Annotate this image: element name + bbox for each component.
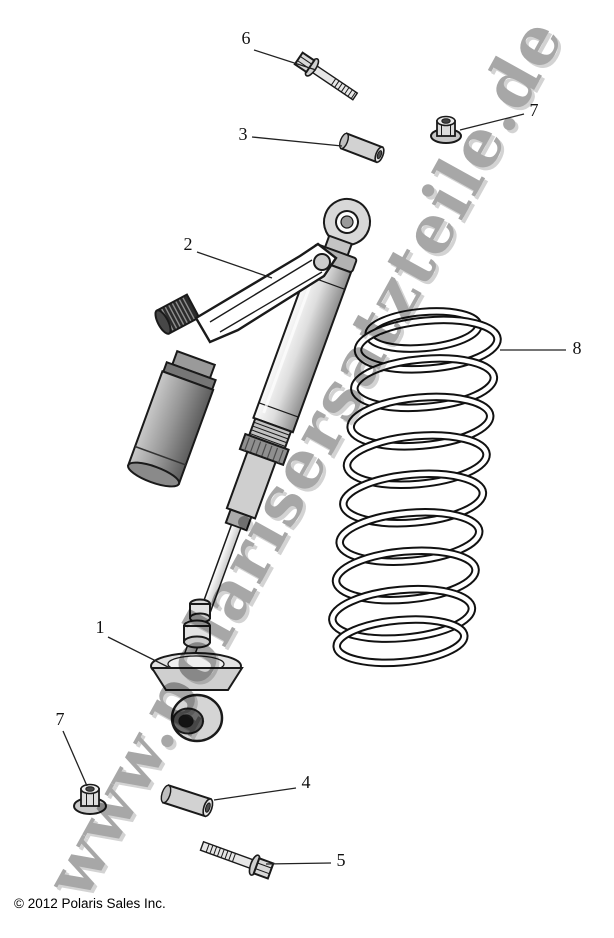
upper-flange-nut [430,115,462,144]
leader-line-6 [253,49,317,71]
callout-4: 4 [302,772,311,792]
shock-absorber [126,198,371,667]
lower-flange-nut [73,783,107,815]
callout-8: 8 [573,338,582,358]
copyright-notice: © 2012 Polaris Sales Inc. [14,896,166,911]
leader-line-1 [107,636,171,669]
coil-spring [328,307,502,668]
leader-line-4 [213,787,297,801]
callout-6: 6 [242,28,251,48]
lower-spacer [160,784,214,818]
callout-3: 3 [239,124,248,144]
leader-line-2 [196,251,273,279]
leader-line-5 [265,862,332,865]
callout-1: 1 [96,617,105,637]
callout-numbers: 6 3 7 2 8 1 7 4 5 [56,28,582,870]
callout-5: 5 [337,850,346,870]
banjo-fitting [313,253,331,271]
upper-spacer [338,132,385,164]
leader-line-7-top [459,113,525,131]
leader-lines [62,49,566,865]
callout-7-bottom: 7 [56,709,65,729]
shock-reservoir [126,349,217,488]
leader-line-7-bottom [62,730,88,787]
callout-7-top: 7 [530,100,539,120]
lower-mount-bolt [199,840,275,880]
upper-mount-bolt [293,51,359,101]
callout-2: 2 [184,234,193,254]
shock-adjuster-knob [154,293,201,335]
shock-hose-bracket [194,242,338,344]
leader-line-3 [251,136,343,147]
lower-spring-seat-assembly [150,598,244,743]
